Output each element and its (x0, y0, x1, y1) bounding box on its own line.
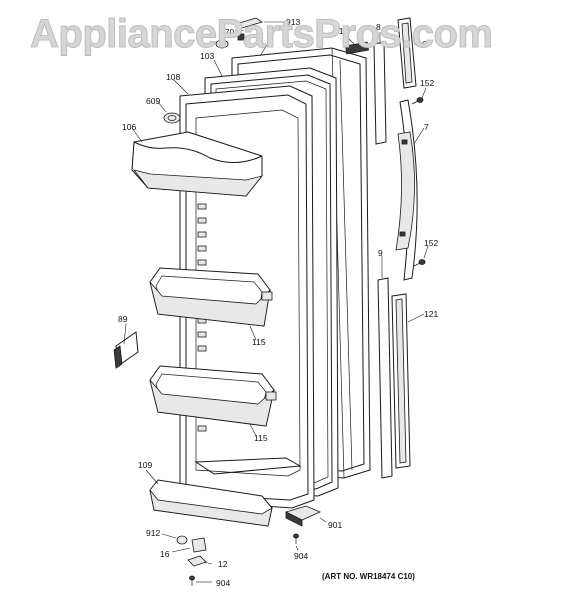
callout-913: 913 (286, 17, 300, 27)
door-bin-upper (149, 267, 273, 327)
screw-904-right (293, 533, 299, 544)
callout-103: 103 (200, 51, 214, 61)
callout-152-upper: 152 (420, 78, 434, 88)
callout-109: 109 (138, 460, 152, 470)
bottom-hinge-901 (284, 505, 321, 527)
door-bin-lower (149, 365, 277, 427)
screw-152-lower (413, 259, 426, 267)
handle-cap-6 (397, 17, 417, 89)
callout-12: 12 (218, 559, 228, 569)
callout-16: 16 (160, 549, 170, 559)
callout-9: 9 (378, 248, 383, 258)
callout-labels: 913 270 1 91 8 6 103 108 609 152 106 7 9… (118, 17, 438, 588)
callout-912: 912 (146, 528, 160, 538)
strip-9 (377, 277, 393, 479)
door-handle-7 (395, 99, 418, 281)
callout-1: 1 (268, 30, 273, 40)
can-holder (113, 331, 139, 369)
strip-8 (373, 41, 387, 145)
dairy-bin (131, 131, 264, 197)
door-bin-bottom (149, 479, 273, 527)
callout-115-lower: 115 (254, 433, 268, 443)
watermark-logo: AppliancePartsPros.com (30, 12, 494, 57)
callout-901: 901 (328, 520, 342, 530)
top-hinge-parts (215, 17, 369, 55)
handle-bar-121 (391, 293, 411, 469)
callout-609: 609 (146, 96, 160, 106)
callout-6: 6 (422, 39, 427, 49)
callout-106: 106 (122, 122, 136, 132)
clip-609 (163, 112, 181, 124)
lower-hinge-parts (176, 535, 207, 586)
callout-7: 7 (424, 122, 429, 132)
callout-152-lower: 152 (424, 238, 438, 248)
screw-152-upper (411, 97, 424, 105)
leader-lines (123, 21, 429, 583)
callout-904-left: 904 (216, 578, 230, 588)
callout-270: 270 (220, 27, 234, 37)
art-number: (ART NO. WR18474 C10) (322, 572, 415, 581)
callout-121: 121 (424, 309, 438, 319)
callout-8: 8 (376, 22, 381, 32)
callout-91: 91 (334, 26, 344, 36)
callout-89: 89 (118, 314, 128, 324)
callout-108: 108 (166, 72, 180, 82)
callout-115-upper: 115 (252, 337, 266, 347)
callout-904-right: 904 (294, 551, 308, 561)
